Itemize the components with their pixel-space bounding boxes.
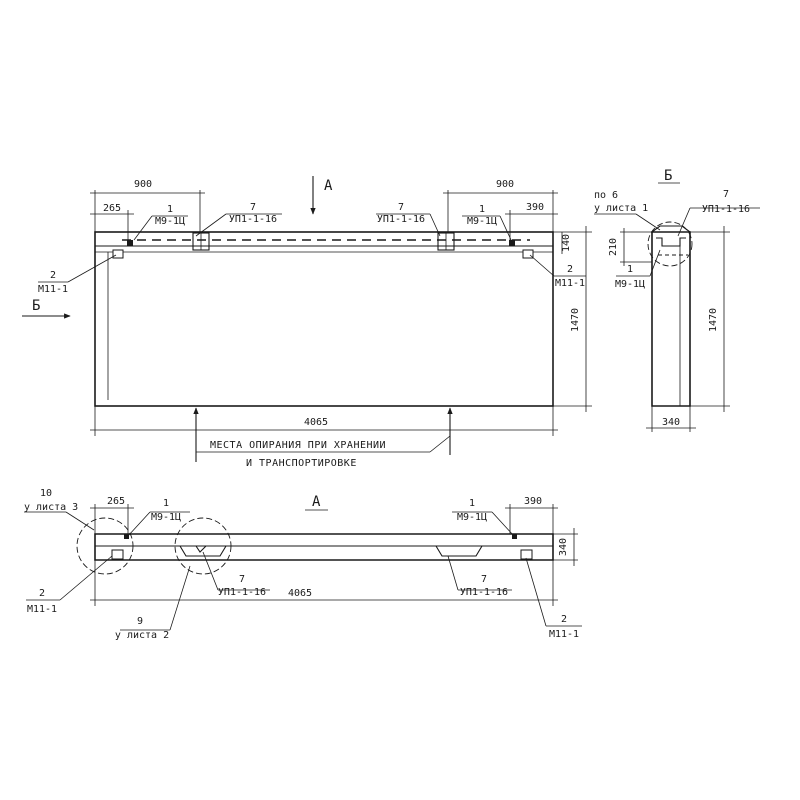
front-leader: [133, 215, 153, 241]
side-leader: [677, 207, 691, 237]
front-ref-7-left-code: УП1-1-16: [229, 214, 277, 225]
front-ref-2-right-code: М11-1: [555, 278, 585, 289]
front-ref-7-left-num: 7: [250, 202, 256, 213]
front-leader: [67, 254, 117, 283]
top-ref-7-left-code: УП1-1-16: [218, 587, 266, 598]
top-leader: [169, 565, 191, 631]
side-detail-circle: [647, 221, 693, 267]
front-leader: [499, 215, 513, 243]
top-ref-1-left-code: М9-1Ц: [151, 512, 181, 523]
top-leader: [525, 557, 547, 627]
side-view: Б 210 1470 340 по 6 у листа 1: [594, 168, 760, 432]
front-embed-right: [522, 249, 534, 259]
front-ref-1-right-num: 1: [479, 204, 485, 215]
top-note-10-num: 10: [40, 488, 52, 499]
side-leader: [635, 213, 661, 231]
front-dim-900-right: 900: [496, 179, 514, 190]
side-dim-340: 340: [662, 417, 680, 428]
front-panel-outline: [94, 231, 554, 407]
top-panel-outline: [94, 533, 554, 561]
side-note-sheet: у листа 1: [594, 203, 648, 214]
side-note-num: по 6: [594, 190, 618, 201]
front-dim-265: 265: [103, 203, 121, 214]
top-recess-right: [435, 545, 483, 557]
top-leader: [59, 555, 113, 601]
top-view-title: А: [312, 494, 321, 510]
top-recess-left: [179, 545, 227, 557]
top-dim-340: 340: [558, 538, 569, 556]
top-leader: [447, 555, 459, 591]
side-ref-1-num: 1: [627, 264, 633, 275]
side-ref-7-num: 7: [723, 189, 729, 200]
top-note-9-num: 9: [137, 616, 143, 627]
top-view: А 265 390 340 4065: [24, 488, 582, 641]
front-ref-7-right-num: 7: [398, 202, 404, 213]
top-detail-circle-left: [76, 517, 134, 575]
top-ref-2-left-num: 2: [39, 588, 45, 599]
top-ref-2-right-num: 2: [561, 614, 567, 625]
top-ref-7-right-num: 7: [481, 574, 487, 585]
front-dim-4065: 4065: [304, 417, 328, 428]
top-recess-left-notch: [195, 545, 207, 553]
side-ref-1-code: М9-1Ц: [615, 279, 645, 290]
side-groove: [656, 237, 686, 247]
front-ref-2-right-num: 2: [567, 264, 573, 275]
front-ref-1-left-num: 1: [167, 204, 173, 215]
support-note-line1: МЕСТА ОПИРАНИЯ ПРИ ХРАНЕНИИ: [210, 440, 386, 451]
front-ref-1-left-code: М9-1Ц: [155, 216, 185, 227]
top-leader: [65, 511, 95, 531]
front-ref-1-right-code: М9-1Ц: [467, 216, 497, 227]
front-leader: [195, 213, 227, 237]
top-embed-mark-right: [512, 534, 517, 539]
front-embed-mark-left: [127, 240, 133, 246]
side-ref-7-code: УП1-1-16: [702, 204, 750, 215]
front-leader: [429, 213, 441, 237]
top-leader: [202, 551, 219, 591]
side-dim-1470: 1470: [708, 308, 719, 332]
top-ref-1-right-code: М9-1Ц: [457, 512, 487, 523]
front-dim-1470: 1470: [570, 308, 581, 332]
side-dim-210: 210: [608, 238, 619, 256]
top-ref-1-right-num: 1: [469, 498, 475, 509]
front-leader: [529, 254, 555, 277]
side-view-title: Б: [664, 168, 672, 184]
front-dim-140: 140: [561, 234, 572, 252]
side-leader: [649, 249, 661, 277]
top-ref-7-right-code: УП1-1-16: [460, 587, 508, 598]
top-detail-circle-center: [174, 517, 232, 575]
top-ref-2-left-code: М11-1: [27, 604, 57, 615]
support-note-leader: [429, 435, 451, 453]
front-embed-left: [112, 249, 124, 259]
front-ref-2-left-code: М11-1: [38, 284, 68, 295]
support-note-line2: И ТРАНСПОРТИРОВКЕ: [246, 458, 357, 469]
top-leader: [491, 511, 515, 537]
front-dim-390: 390: [526, 202, 544, 213]
top-ref-1-left-num: 1: [163, 498, 169, 509]
side-panel-outline: [651, 231, 691, 407]
front-ref-7-right-code: УП1-1-16: [377, 214, 425, 225]
top-note-10-sheet: у листа 3: [24, 502, 78, 513]
top-embed-left: [111, 549, 124, 560]
view-b-marker: Б: [32, 298, 40, 314]
front-view: 900 265 900 390 7 УП1-1-16 7 УП1-1-16 1 …: [22, 176, 592, 469]
top-note-9-sheet: у листа 2: [115, 630, 169, 641]
top-embed-right: [520, 549, 533, 560]
top-dim-265: 265: [107, 496, 125, 507]
top-dim-390: 390: [524, 496, 542, 507]
front-dim-900-left: 900: [134, 179, 152, 190]
front-embed-mark-right: [509, 240, 515, 246]
top-dim-4065: 4065: [288, 588, 312, 599]
top-ref-2-right-code: М11-1: [549, 629, 579, 640]
front-ref-2-left-num: 2: [50, 270, 56, 281]
top-embed-mark-left: [124, 534, 129, 539]
top-ref-7-left-num: 7: [239, 574, 245, 585]
top-leader: [127, 511, 151, 537]
view-a-marker: А: [324, 178, 333, 194]
